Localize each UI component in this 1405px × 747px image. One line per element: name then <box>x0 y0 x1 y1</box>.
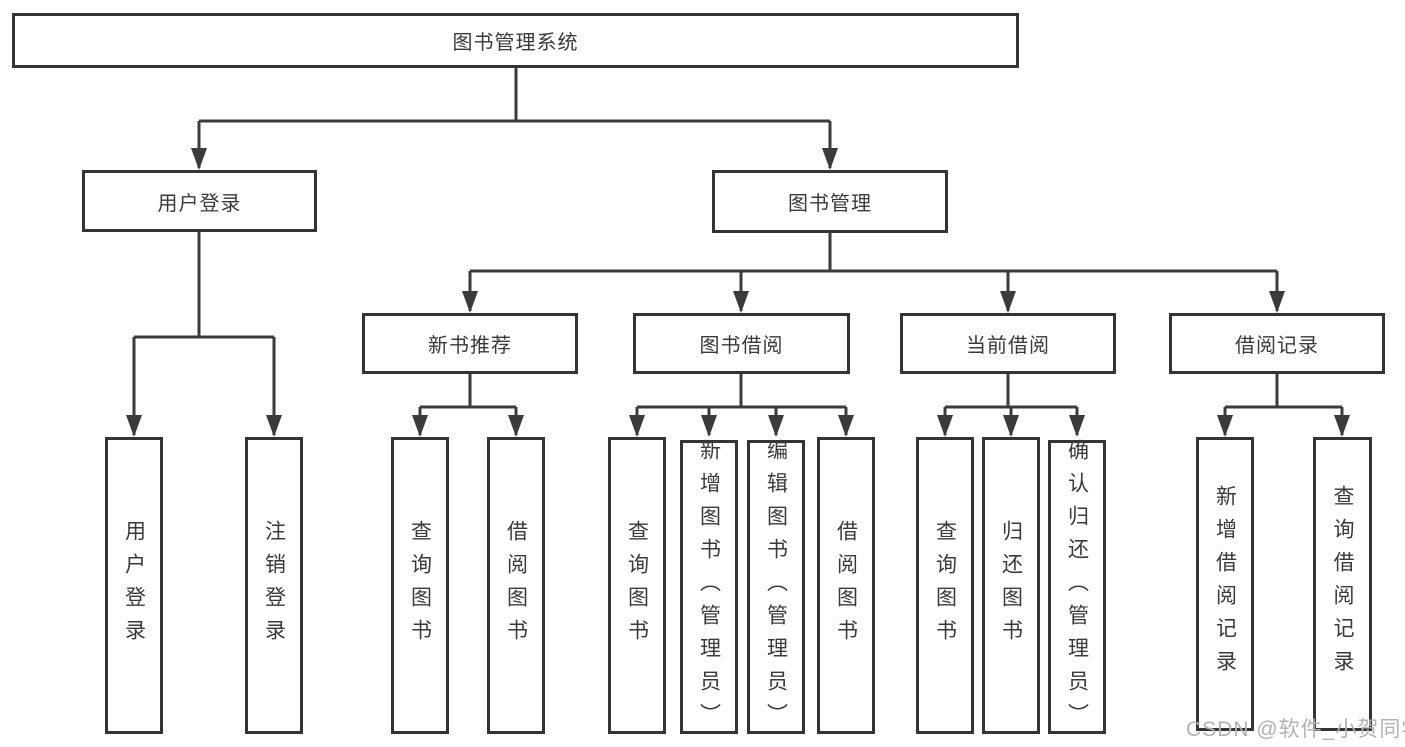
leaf-add-books-admin: 新增图书（管理员） <box>680 438 738 736</box>
leaf-current-query-books-label: 查询图书 <box>933 519 957 652</box>
node-new-book-recommend: 新书推荐 <box>362 313 578 374</box>
leaf-borrowing-borrow-books-label: 借阅图书 <box>834 519 858 652</box>
leaf-return-books: 归还图书 <box>982 437 1040 734</box>
leaf-logout: 注销登录 <box>245 437 303 734</box>
leaf-return-books-label: 归还图书 <box>999 519 1023 652</box>
csdn-watermark: CSDN @软件_小贺同学 <box>1186 718 1405 741</box>
leaf-edit-books-admin: 编辑图书（管理员） <box>747 438 805 736</box>
node-user-login-branch-label: 用户登录 <box>157 192 242 215</box>
leaf-edit-books-admin-label: 编辑图书（管理员） <box>764 438 788 736</box>
node-book-borrowing: 图书借阅 <box>633 313 850 374</box>
node-book-borrowing-label: 图书借阅 <box>699 335 784 357</box>
leaf-user-login: 用户登录 <box>105 437 163 734</box>
node-book-management: 图书管理 <box>712 170 948 233</box>
leaf-add-books-admin-label: 新增图书（管理员） <box>697 438 721 736</box>
leaf-recommend-query-books: 查询图书 <box>391 437 449 734</box>
leaf-add-borrow-record: 新增借阅记录 <box>1196 437 1254 731</box>
leaf-add-borrow-record-label: 新增借阅记录 <box>1213 485 1237 683</box>
node-borrowing-records-label: 借阅记录 <box>1235 335 1319 357</box>
node-current-borrowing-label: 当前借阅 <box>966 335 1050 357</box>
node-book-management-label: 图书管理 <box>788 193 872 215</box>
leaf-logout-label: 注销登录 <box>262 519 286 652</box>
node-new-book-recommend-label: 新书推荐 <box>428 335 512 357</box>
node-current-borrowing: 当前借阅 <box>900 313 1116 374</box>
leaf-recommend-borrow-books-label: 借阅图书 <box>504 519 528 652</box>
leaf-user-login-label: 用户登录 <box>122 519 146 652</box>
leaf-recommend-query-books-label: 查询图书 <box>408 519 432 652</box>
node-library-system-label: 图书管理系统 <box>452 32 579 54</box>
leaf-borrowing-borrow-books: 借阅图书 <box>817 437 875 734</box>
leaf-current-query-books: 查询图书 <box>916 437 974 734</box>
leaf-query-borrow-record-label: 查询借阅记录 <box>1331 485 1354 683</box>
leaf-borrowing-query-books: 查询图书 <box>608 437 666 734</box>
leaf-confirm-return-admin: 确认归还（管理员） <box>1048 438 1106 736</box>
node-borrowing-records: 借阅记录 <box>1169 313 1385 374</box>
node-user-login-branch: 用户登录 <box>82 170 317 232</box>
leaf-borrowing-query-books-label: 查询图书 <box>625 519 649 652</box>
leaf-query-borrow-record: 查询借阅记录 <box>1313 437 1372 731</box>
leaf-recommend-borrow-books: 借阅图书 <box>487 437 545 734</box>
leaf-confirm-return-admin-label: 确认归还（管理员） <box>1065 438 1089 736</box>
node-library-system: 图书管理系统 <box>12 13 1019 68</box>
